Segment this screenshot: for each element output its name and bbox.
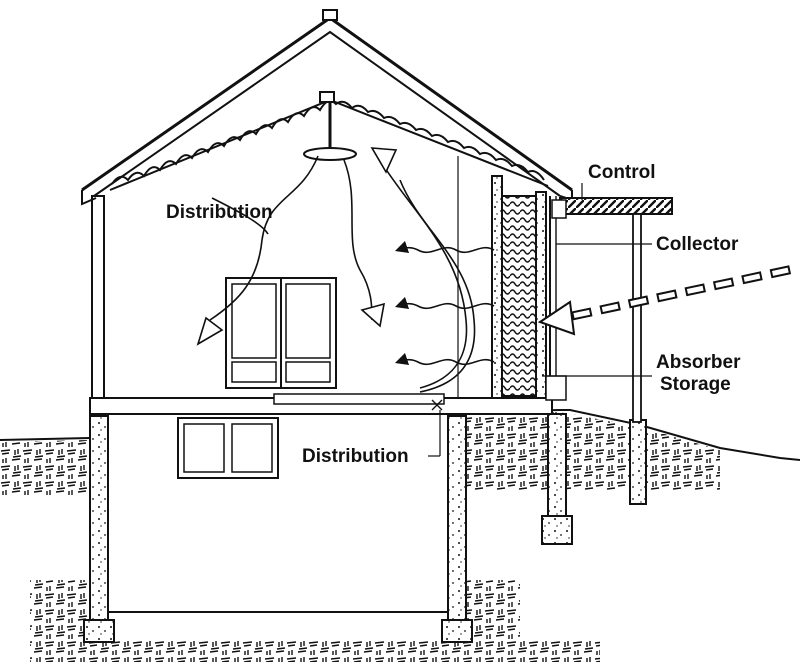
main-window (225, 277, 337, 389)
roof (81, 9, 573, 206)
label-absorber: Absorber (656, 352, 741, 373)
dashed-sunray-arrow-icon (537, 263, 799, 336)
leader-lines (428, 183, 652, 457)
absorber-surface (535, 191, 547, 399)
ceiling-fan-icon (303, 102, 357, 161)
wavy-heat-arrow-icon (394, 240, 495, 366)
distribution-arrows (196, 147, 476, 393)
label-distribution-upper: Distribution (166, 202, 273, 223)
collector-glazing (545, 196, 567, 401)
basement-window (177, 417, 279, 479)
label-storage: Storage (660, 374, 731, 395)
control-overhang (551, 197, 673, 423)
label-collector: Collector (656, 234, 739, 255)
label-control: Control (588, 162, 656, 183)
label-distribution-lower: Distribution (302, 446, 409, 467)
foundation (83, 413, 647, 643)
duct-damper-icon (431, 399, 443, 411)
storage-wall (501, 195, 537, 397)
floor-duct (273, 393, 445, 405)
